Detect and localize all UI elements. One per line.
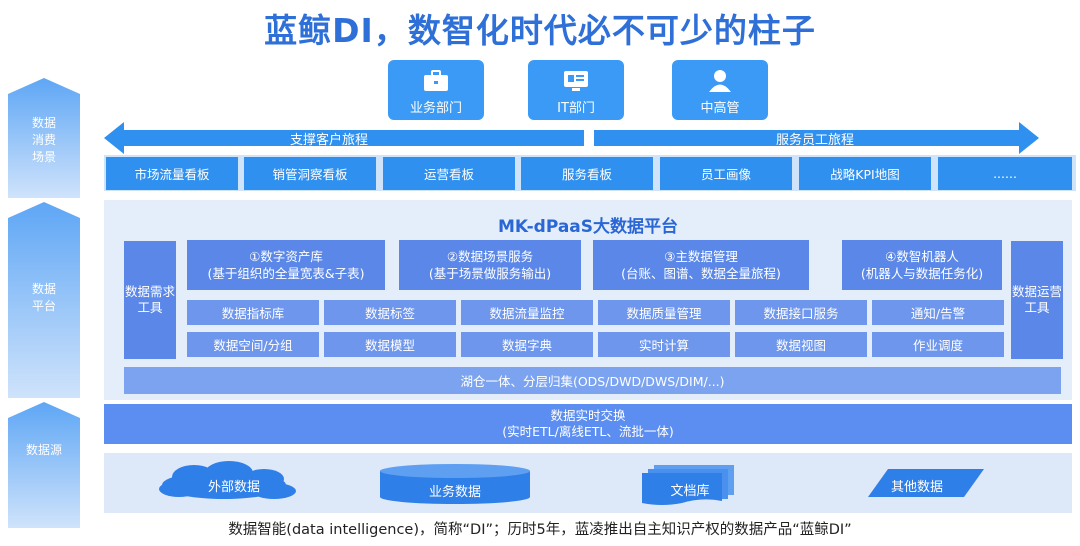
source-layer-arrow — [8, 402, 80, 528]
module-scene-service: ②数据场景服务(基于场景做服务输出) — [399, 240, 581, 290]
feature-cell: 数据流量监控 — [461, 300, 593, 325]
source-external-label: 外部数据 — [207, 480, 260, 495]
database-icon — [380, 464, 530, 504]
module-robot: ④数智机器人(机器人与数据任务化) — [842, 240, 1002, 290]
source-shapes — [159, 461, 984, 505]
feature-cell: 数据指标库 — [187, 300, 319, 325]
cloud-icon — [159, 461, 296, 499]
feature-cell: 数据标签 — [324, 300, 456, 325]
board-item: ...... — [938, 157, 1072, 190]
layer-arrows — [8, 78, 80, 528]
module-digital-asset: ①数字资产库(基于组织的全量宽表&子表) — [187, 240, 385, 290]
platform-title: MK-dPaaS大数据平台 — [497, 217, 679, 237]
feature-cell: 作业调度 — [872, 332, 1004, 357]
side-label-source: 数据源 — [25, 442, 62, 457]
feature-cell: 数据接口服务 — [735, 300, 867, 325]
board-item: 运营看板 — [383, 157, 515, 190]
role-executive: 中高管 — [672, 60, 768, 120]
feature-cell: 实时计算 — [598, 332, 730, 357]
consumption-layer-arrow — [8, 78, 80, 198]
board-item: 员工画像 — [660, 157, 792, 190]
person-icon — [709, 70, 731, 92]
source-docs-label: 文档库 — [670, 484, 710, 499]
data-ops-tool: 数据运营 工具 — [1011, 241, 1063, 359]
board-item: 战略KPI地图 — [799, 157, 931, 190]
side-label-platform: 数据 平台 — [31, 282, 56, 313]
feature-cell: 数据字典 — [461, 332, 593, 357]
journey-right-label: 服务员工旅程 — [776, 133, 855, 148]
page-title: 蓝鲸DI，数智化时代必不可少的柱子 — [264, 11, 816, 50]
feature-cell: 数据视图 — [735, 332, 867, 357]
other-data-icon — [868, 469, 984, 497]
journey-left-label: 支撑客户旅程 — [290, 133, 369, 148]
document-stack-icon — [642, 465, 734, 505]
module-master-data: ③主数据管理(台账、图谱、数据全量旅程) — [593, 240, 809, 290]
platform-layer-arrow — [8, 202, 80, 398]
journey-double-arrow — [104, 122, 1039, 154]
board-item: 服务看板 — [521, 157, 653, 190]
caption: 数据智能(data intelligence)，简称“DI”；历时5年，蓝凌推出… — [228, 522, 852, 538]
data-exchange-band: 数据实时交换(实时ETL/离线ETL、流批一体) — [104, 404, 1072, 444]
source-business-label: 业务数据 — [428, 485, 481, 500]
data-demand-tool: 数据需求 工具 — [124, 241, 176, 359]
board-item: 市场流量看板 — [106, 157, 238, 190]
source-other-label: 其他数据 — [890, 480, 943, 495]
feature-cell: 数据质量管理 — [598, 300, 730, 325]
board-item: 销管洞察看板 — [244, 157, 376, 190]
briefcase-icon — [424, 70, 448, 91]
feature-cell: 通知/告警 — [872, 300, 1004, 325]
feature-cell: 数据模型 — [324, 332, 456, 357]
role-it: IT部门 — [528, 60, 624, 120]
lakehouse-bar: 湖仓一体、分层归集(ODS/DWD/DWS/DIM/...) — [124, 367, 1061, 394]
side-label-consumption: 数据 消费 场景 — [31, 115, 56, 164]
monitor-icon — [564, 71, 588, 91]
feature-cell: 数据空间/分组 — [187, 332, 319, 357]
role-business: 业务部门 — [388, 60, 484, 120]
